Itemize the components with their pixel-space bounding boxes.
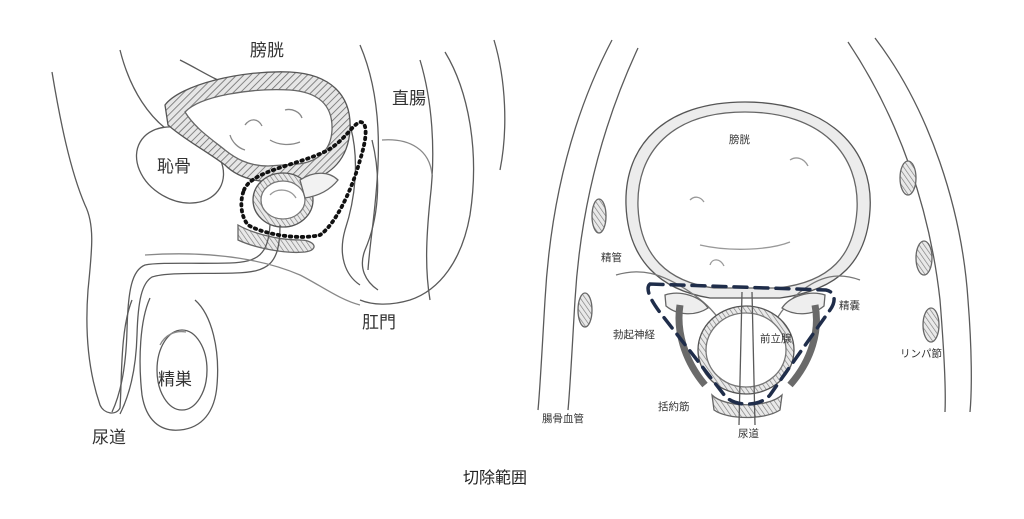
label-urethra-frontal: 尿道 <box>738 427 759 440</box>
vessel-left-2 <box>577 292 593 328</box>
caption: 切除範囲 <box>463 468 527 487</box>
vas-deferens-right <box>775 275 861 321</box>
resection-area-frontal <box>646 282 836 406</box>
label-bladder-sagittal: 膀胱 <box>250 41 284 61</box>
resection-area-sagittal <box>239 120 368 239</box>
sagittal-view <box>51 39 506 431</box>
seminal-vesicle-sagittal <box>299 172 339 199</box>
label-erectile-nerve: 勃起神経 <box>613 328 655 341</box>
body-outline <box>51 71 133 414</box>
label-testis: 精巣 <box>158 370 192 390</box>
lymph-node-1 <box>899 160 917 196</box>
sphincter <box>711 393 783 419</box>
label-prostate: 前立腺 <box>760 332 792 345</box>
testis <box>156 329 208 411</box>
scrotum <box>139 297 219 431</box>
pelvic-wall-left-inner <box>567 47 639 411</box>
rectum-sagittal <box>341 124 361 286</box>
label-anus: 肛門 <box>362 313 396 333</box>
label-seminal-vesicle: 精嚢 <box>839 299 860 312</box>
label-pubic-bone: 恥骨 <box>157 157 191 177</box>
pelvic-wall-right-outer <box>874 37 972 413</box>
pelvic-wall-left-outer <box>537 39 613 411</box>
lymph-node-3 <box>922 307 940 343</box>
erectile-nerve-right <box>787 304 820 388</box>
label-rectum: 直腸 <box>392 89 426 109</box>
label-sphincter: 括約筋 <box>658 400 690 413</box>
label-lymph-node: リンパ節 <box>900 347 942 360</box>
frontal-view <box>537 37 972 426</box>
urethra-sagittal <box>111 224 271 413</box>
vessel-left-1 <box>591 198 607 234</box>
bladder-lumen <box>184 89 333 167</box>
seminal-vesicle-left <box>664 292 709 315</box>
lymph-node-2 <box>915 240 933 276</box>
label-vas-deferens: 精管 <box>601 251 622 264</box>
pelvic-wall-right-inner <box>847 41 946 413</box>
label-bladder-frontal: 膀胱 <box>729 133 750 146</box>
vas-deferens-left <box>615 271 721 321</box>
label-urethra-sagittal: 尿道 <box>92 428 126 448</box>
label-iliac-vessels: 腸骨血管 <box>542 412 584 425</box>
